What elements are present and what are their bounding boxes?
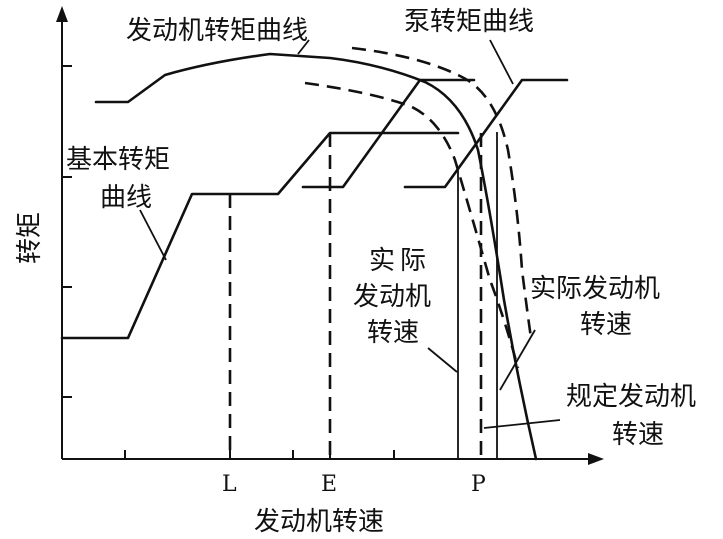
- base-torque-label-line2: 曲线: [100, 183, 152, 213]
- pump-torque-curve-upper: [351, 46, 533, 339]
- pump-step-line-right: [403, 78, 569, 189]
- x-tick-label-P: P: [471, 472, 486, 497]
- base-torque-label-line1: 基本转矩: [66, 145, 170, 175]
- x-axis-arrowhead: [588, 453, 604, 465]
- leader-actual-engine-speed: [499, 329, 536, 391]
- rated-engine-speed-label-1: 规定发动机: [566, 382, 696, 412]
- leader-pump-torque: [489, 39, 514, 85]
- x-axis-title: 发动机转速: [254, 507, 384, 537]
- actual-engine-speed-label-1: 实际发动机: [530, 274, 660, 304]
- engine-torque-curve-label: 发动机转矩曲线: [126, 16, 308, 46]
- pump-torque-curve-lower: [304, 81, 520, 369]
- axes: [56, 6, 604, 465]
- pump-torque-curve-label: 泵转矩曲线: [404, 7, 534, 37]
- actual-speed-label-3: 转速: [367, 318, 419, 348]
- leader-base-torque: [139, 209, 167, 261]
- actual-engine-speed-label-2: 转速: [580, 310, 632, 340]
- y-axis-arrowhead: [56, 6, 68, 22]
- pump-step-line-mid: [301, 78, 476, 189]
- y-axis-title: 转矩: [15, 212, 45, 264]
- x-tick-label-E: E: [321, 472, 337, 497]
- leader-engine-torque: [297, 39, 310, 55]
- rated-engine-speed-label-2: 转速: [612, 420, 664, 450]
- actual-speed-label-2: 发动机: [353, 282, 431, 312]
- leader-actual-speed-left: [427, 347, 458, 373]
- base-torque-curve-left: [60, 131, 460, 340]
- actual-speed-label-1a: 实: [369, 246, 395, 276]
- actual-speed-label-1b: 际: [400, 246, 426, 276]
- leader-rated-engine-speed: [483, 419, 561, 429]
- engine-torque-curve: [94, 52, 538, 461]
- x-tick-label-L: L: [222, 472, 237, 497]
